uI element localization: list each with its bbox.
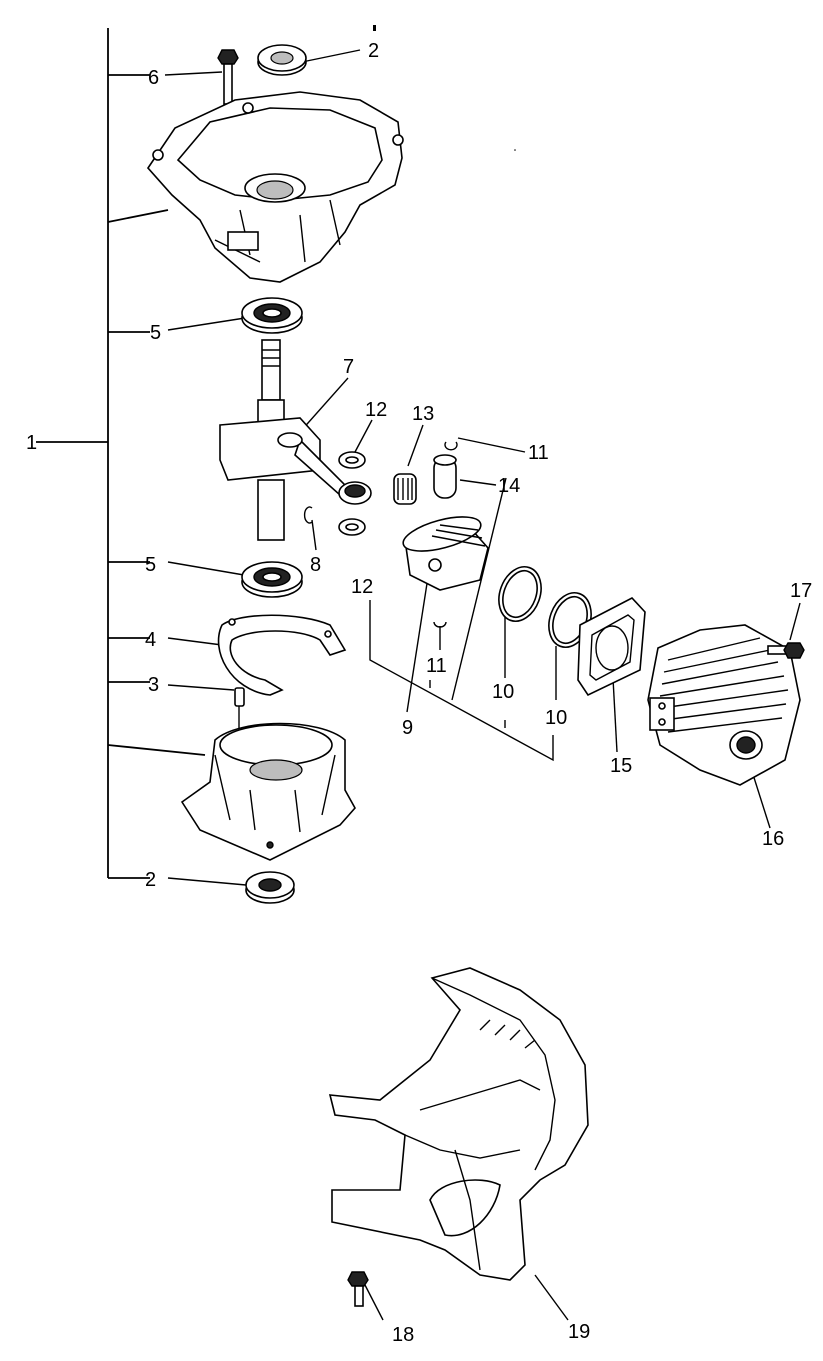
leader-lines <box>164 49 801 1321</box>
callout-11-bottom: 11 <box>426 655 447 677</box>
screw-17 <box>767 642 805 659</box>
callout-17: 17 <box>790 580 812 602</box>
clip-8 <box>303 506 313 524</box>
oil-seal-2-top <box>257 44 307 76</box>
callout-10-left: 10 <box>492 681 514 703</box>
crankshaft-7 <box>219 339 346 541</box>
washer-12-top <box>338 451 366 469</box>
piston-pin-14 <box>433 454 457 499</box>
clip-11-bottom <box>433 621 447 628</box>
callout-19: 19 <box>568 1321 590 1343</box>
callout-5-top: 5 <box>150 322 161 344</box>
callout-7: 7 <box>343 356 354 378</box>
callout-1: 1 <box>26 432 37 454</box>
washer-12-bottom <box>338 518 366 536</box>
callout-2-bottom: 2 <box>145 869 156 891</box>
screw-18 <box>347 1271 369 1307</box>
bearing-5-bottom <box>241 561 303 598</box>
piston-9 <box>402 516 489 591</box>
callout-3: 3 <box>148 674 159 696</box>
needle-bearing-13 <box>393 473 417 505</box>
oil-seal-2-bottom <box>245 871 295 904</box>
callout-16: 16 <box>762 828 784 850</box>
callout-9: 9 <box>402 717 413 739</box>
callout-12-bottom: 12 <box>351 576 373 598</box>
gasket-15 <box>577 597 646 697</box>
callout-2-top: 2 <box>368 40 379 62</box>
lower-crankcase <box>180 722 356 861</box>
callout-10-right: 10 <box>545 707 567 729</box>
callout-14: 14 <box>498 475 520 497</box>
piston-ring-10-left <box>498 566 542 622</box>
callout-13: 13 <box>412 403 434 425</box>
upper-crankcase <box>146 91 404 283</box>
clip-11-top <box>444 441 458 451</box>
scan-specks <box>373 25 516 151</box>
callout-12-top: 12 <box>365 399 387 421</box>
rod-small-end <box>338 481 372 505</box>
callout-8: 8 <box>310 554 321 576</box>
callout-11-top: 11 <box>528 442 549 464</box>
callout-6: 6 <box>148 67 159 89</box>
callout-15: 15 <box>610 755 632 777</box>
gasket-4 <box>217 614 347 696</box>
callout-4: 4 <box>145 629 156 651</box>
cylinder-16 <box>647 624 801 786</box>
callout-labels: 1 2 6 5 7 12 13 11 14 8 12 5 17 4 11 3 1… <box>26 40 812 1346</box>
assembly-bracket <box>36 28 206 879</box>
bearing-5-top <box>241 297 303 334</box>
callout-18: 18 <box>392 1324 414 1346</box>
engine-cover-19 <box>328 967 589 1281</box>
callout-5-bottom: 5 <box>145 554 156 576</box>
